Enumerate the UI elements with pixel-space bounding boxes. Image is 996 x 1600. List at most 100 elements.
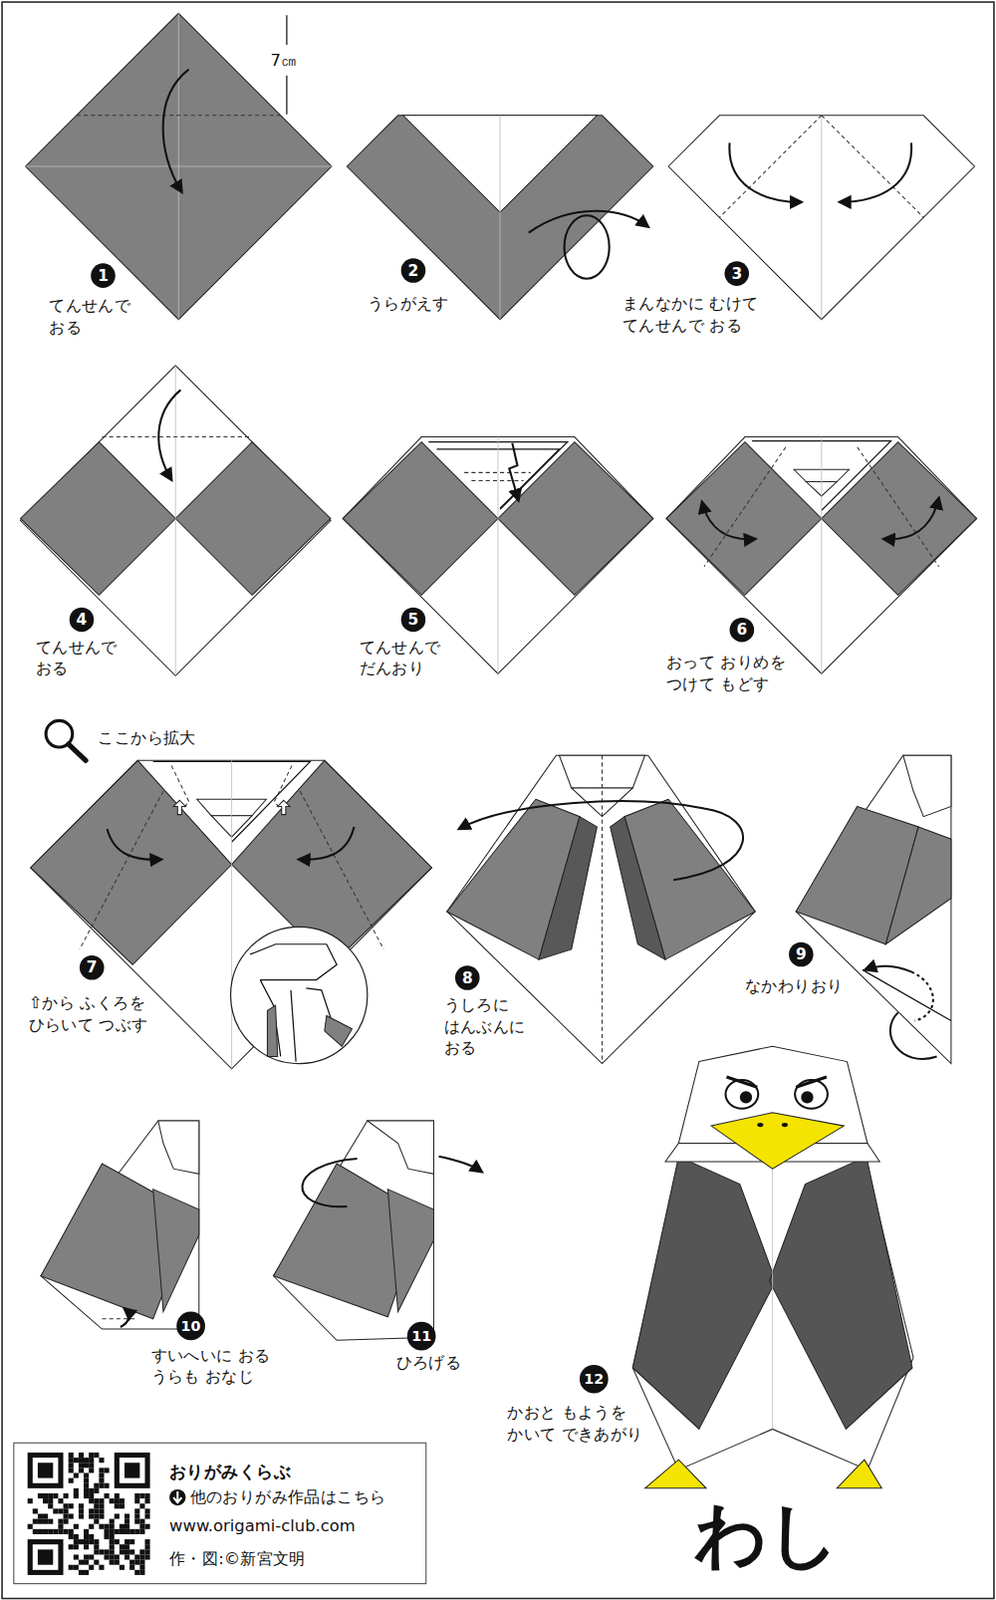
qr-module <box>83 1462 89 1468</box>
step11-figure-part <box>439 1156 483 1172</box>
step-number: 4 <box>69 607 95 633</box>
qr-module <box>104 1467 110 1473</box>
step-number: 11 <box>407 1321 437 1351</box>
step8-figure-part <box>459 800 744 880</box>
step4-figure-part <box>19 442 176 596</box>
step3-figure-part <box>820 115 822 320</box>
qr-module <box>98 1512 104 1518</box>
qr-module <box>129 1548 135 1554</box>
qr-module <box>73 1553 79 1559</box>
qr-module <box>134 1559 140 1565</box>
eagle-figure-part <box>769 1156 913 1430</box>
step7-figure-part <box>324 1014 353 1046</box>
step6-figure-part <box>666 442 822 596</box>
qr-module <box>68 1528 74 1534</box>
step7-figure-part <box>249 944 337 981</box>
qr-module <box>88 1553 94 1559</box>
qr-module <box>52 1493 58 1498</box>
qr-module <box>57 1497 63 1503</box>
step2-figure <box>346 115 653 320</box>
instruction-text: てんせんで おる <box>35 636 130 680</box>
instruction-text: まんなかに むけて てんせんで おる <box>622 293 778 337</box>
qr-module <box>47 1528 53 1534</box>
qr-module <box>109 1543 115 1549</box>
step7-figure-part <box>231 759 233 1068</box>
qr-module <box>73 1533 79 1539</box>
qr-module <box>88 1512 94 1518</box>
qr-module <box>119 1457 146 1484</box>
qr-module <box>73 1488 79 1494</box>
qr-module <box>68 1512 74 1518</box>
down-arrow-icon-part <box>169 1489 186 1505</box>
qr-module <box>134 1553 140 1559</box>
step1-figure-part <box>25 166 332 168</box>
eagle-figure-part <box>795 1076 827 1087</box>
qr-module <box>88 1497 94 1503</box>
qr-module <box>68 1564 74 1570</box>
instruction-text: うらがえす <box>367 293 450 315</box>
qr-module <box>129 1538 135 1544</box>
step3-figure-part <box>729 142 801 202</box>
qr-module <box>88 1467 94 1473</box>
qr-module <box>73 1523 79 1529</box>
qr-module <box>134 1512 140 1518</box>
qr-module <box>68 1533 74 1539</box>
qr-module <box>37 1462 53 1478</box>
qr-module <box>93 1548 99 1554</box>
qr-module <box>129 1564 135 1570</box>
qr-module <box>63 1518 69 1524</box>
qr-module <box>119 1564 125 1570</box>
step2-figure-part <box>564 215 610 279</box>
qr-module <box>68 1462 74 1468</box>
credit-box: おりがみくらぶ他のおりがみ作品はこちらwww.origami-club.com作… <box>12 1442 427 1584</box>
qr-module <box>119 1523 125 1529</box>
qr-module <box>27 1452 64 1489</box>
qr-module <box>104 1548 110 1554</box>
eagle-figure <box>632 1045 914 1489</box>
qr-module <box>32 1528 38 1534</box>
step4-figure-part <box>19 365 330 676</box>
qr-module <box>37 1518 43 1524</box>
qr-module <box>88 1488 94 1494</box>
qr-module <box>104 1553 110 1559</box>
qr-module <box>27 1497 33 1503</box>
qr-module <box>37 1548 53 1564</box>
qr-module <box>93 1507 99 1513</box>
qr-module <box>144 1543 150 1549</box>
step10-figure-part <box>158 1120 200 1174</box>
qr-module <box>88 1538 94 1544</box>
step2-figure-part <box>346 115 653 320</box>
qr-module <box>119 1548 125 1554</box>
qr-module <box>88 1493 94 1498</box>
instruction-text: ⇧から ふくろを ひらいて つぶす <box>28 993 166 1036</box>
qr-module <box>139 1518 145 1524</box>
qr-module <box>32 1507 38 1513</box>
qr-module <box>109 1528 115 1534</box>
step11-figure-part <box>273 1120 435 1340</box>
qr-module <box>68 1467 74 1473</box>
step4-figure-part <box>158 389 181 480</box>
qr-module <box>134 1528 140 1534</box>
qr-module <box>134 1497 140 1503</box>
instruction-text: ここから拡大 <box>97 728 196 749</box>
qr-module <box>114 1528 120 1534</box>
qr-module <box>144 1548 150 1554</box>
step7-figure-part <box>173 799 186 814</box>
qr-module <box>98 1472 104 1478</box>
step-number: 2 <box>401 257 427 283</box>
qr-module <box>73 1564 79 1570</box>
step10-figure-part <box>101 1317 138 1319</box>
qr-module <box>119 1528 125 1534</box>
qr-code <box>27 1452 151 1575</box>
qr-module <box>68 1543 74 1549</box>
step9-figure-part <box>903 754 952 816</box>
qr-module <box>27 1523 33 1529</box>
qr-module <box>93 1543 99 1549</box>
step9-figure-part <box>795 754 952 1063</box>
qr-module <box>47 1502 53 1508</box>
qr-module <box>139 1559 145 1565</box>
dimension-label: 7㎝ <box>270 49 298 71</box>
qr-module <box>144 1523 150 1529</box>
step3-figure <box>668 115 975 320</box>
